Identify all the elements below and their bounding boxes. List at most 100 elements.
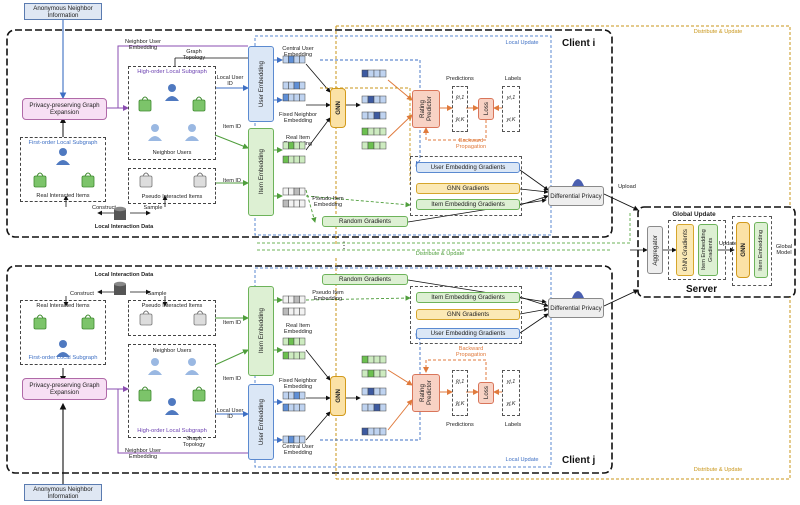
real-items-label-bottom: Real Interacted Items	[36, 303, 90, 309]
update-label: Update	[718, 241, 738, 247]
local-user-id-label-top: Local User ID	[216, 75, 244, 88]
item-id-label-bottom-a: Item ID	[222, 320, 242, 326]
item-embedding-label: Item Embedding	[257, 308, 265, 354]
server-item-gradients-label: Item Embedding Gradients	[701, 229, 714, 271]
client-j-frame	[6, 265, 613, 474]
server-gnn-gradients-label: GNN Gradients	[681, 228, 689, 272]
item-emb-gradients-top: Item Embedding Gradients	[416, 199, 520, 210]
predictions-box-top: ŷi,1 ŷi,K	[452, 86, 468, 132]
gradient-group-top	[410, 156, 522, 216]
prediction-last: ŷj,K	[455, 400, 465, 407]
neighbor-user-embedding-label-top: Neighbor User Embedding	[124, 39, 162, 52]
user-embedding-box-top: User Embedding	[248, 46, 274, 122]
global-model-frame	[732, 216, 772, 286]
global-model-label: Global Model	[775, 244, 793, 257]
client-i-title: Client i	[562, 38, 596, 49]
aggregator-box: Aggregator	[647, 226, 663, 274]
client-j-title: Client j	[562, 455, 596, 466]
rating-predictor-label: Rating Predictor	[419, 96, 433, 122]
prediction-first: ŷj,1	[455, 378, 465, 385]
distribute-label-mid: Distribute & Update	[415, 251, 465, 257]
aggregator-label: Aggregator	[651, 234, 659, 266]
server-item-embedding: Item Embedding	[754, 222, 768, 278]
neighbor-users-label-bottom: Neighbor Users	[152, 348, 192, 354]
gnn-box-bottom: GNN	[330, 376, 346, 416]
item-id-label-top-b: Item ID	[222, 178, 242, 184]
differential-privacy-bottom: Differential Privacy	[548, 298, 604, 318]
rating-predictor-label: Rating Predictor	[419, 380, 433, 406]
distribute-label-bot: Distribute & Update	[693, 467, 743, 473]
global-update-frame	[668, 220, 726, 280]
backward-label-top: Backward Propagation	[455, 138, 487, 151]
predictions-box-bottom: ŷj,1 ŷj,K	[452, 370, 468, 416]
random-gradients-top: Random Gradients	[322, 216, 408, 227]
gnn-label: GNN	[334, 389, 342, 403]
construct-label-top: Construct	[92, 205, 116, 211]
predictions-label-top: Predictions	[446, 76, 474, 82]
differential-privacy-top: Differential Privacy	[548, 186, 604, 206]
real-items-label-top: Real Interacted Items	[36, 193, 90, 199]
server-gnn-label: GNN	[739, 243, 747, 257]
prediction-first: ŷi,1	[455, 94, 465, 101]
labels-box-bottom: yj,1 yj,K	[502, 370, 520, 416]
server-frame	[637, 206, 796, 298]
loss-label: Loss	[482, 102, 490, 116]
gnn-gradients-label: GNN Gradients	[446, 311, 490, 318]
local-data-label-bottom: Local Interaction Data	[94, 272, 154, 278]
pseudo-items-box-bottom	[128, 300, 216, 336]
neighbor-user-embedding-label-bottom: Neighbor User Embedding	[124, 448, 162, 461]
upload-label: Upload	[618, 184, 636, 190]
item-embedding-box-top: Item Embedding	[248, 128, 274, 216]
first-order-subgraph-label: First-order Local Subgraph	[28, 355, 98, 361]
server-gnn-gradients: GNN Gradients	[676, 224, 694, 276]
graph-topology-label-top: Graph Topology	[182, 49, 206, 62]
random-gradients-label: Random Gradients	[339, 218, 391, 225]
user-embedding-box-bottom: User Embedding	[248, 384, 274, 460]
graph-topology-label-bottom: Graph Topology	[182, 436, 206, 449]
pseudo-items-box-top	[128, 168, 216, 204]
user-emb-gradients-top: User Embedding Gradients	[416, 162, 520, 173]
gnn-label: GNN	[334, 101, 342, 115]
user-embedding-label: User Embedding	[257, 398, 265, 446]
user-embedding-label: User Embedding	[257, 60, 265, 108]
real-item-emb-label-top: Real Item Embedding	[283, 135, 313, 148]
high-order-subgraph-label: High-order Local Subgraph	[137, 69, 207, 75]
privacy-graph-expansion-label: Privacy-preserving Graph Expansion	[29, 102, 100, 116]
item-embedding-label: Item Embedding	[257, 149, 265, 195]
item-emb-gradients-bottom: Item Embedding Gradients	[416, 292, 520, 303]
anon-neighbor-info-label: Anonymous Neighbor Information	[33, 485, 93, 500]
local-update-label-top: Local Update	[505, 40, 539, 46]
differential-privacy-label: Differential Privacy	[550, 304, 602, 312]
item-emb-gradients-label: Item Embedding Gradients	[431, 201, 505, 208]
loss-label: Loss	[482, 386, 490, 400]
labels-label-top: Labels	[504, 76, 522, 82]
privacy-graph-expansion-label: Privacy-preserving Graph Expansion	[29, 382, 100, 396]
pseudo-item-emb-label-bottom: Pseudo Item Embedding	[312, 290, 344, 303]
high-order-subgraph-label: High-order Local Subgraph	[137, 428, 207, 434]
server-item-embedding-label: Item Embedding	[757, 229, 764, 271]
backward-label-bottom: Backward Propagation	[455, 346, 487, 359]
fixed-neighbor-emb-label-bottom: Fixed Neighbor Embedding	[279, 378, 317, 391]
item-id-label-bottom-b: Item ID	[222, 376, 242, 382]
local-user-id-label-bottom: Local User ID	[216, 408, 244, 421]
privacy-graph-expansion-bottom: Privacy-preserving Graph Expansion	[22, 378, 107, 400]
random-gradients-bottom: Random Gradients	[322, 274, 408, 285]
loss-box-top: Loss	[478, 98, 494, 120]
pseudo-items-label-top: Pseudo Interacted Items	[141, 194, 203, 200]
anon-neighbor-info-label: Anonymous Neighbor Information	[33, 4, 93, 19]
gnn-gradients-top: GNN Gradients	[416, 183, 520, 194]
differential-privacy-label: Differential Privacy	[550, 192, 602, 200]
user-emb-gradients-bottom: User Embedding Gradients	[416, 328, 520, 339]
distribute-frame-top	[336, 25, 791, 207]
loss-box-bottom: Loss	[478, 382, 494, 404]
first-order-subgraph-top: First-order Local Subgraph	[20, 137, 106, 202]
central-user-emb-label-bottom: Central User Embedding	[282, 444, 314, 457]
user-emb-gradients-label: User Embedding Gradients	[430, 164, 506, 171]
labels-box-top: yi,1 yi,K	[502, 86, 520, 132]
gnn-gradients-label: GNN Gradients	[446, 185, 490, 192]
labels-label-bottom: Labels	[504, 422, 522, 428]
label-first: yj,1	[506, 378, 516, 385]
label-last: yi,K	[506, 116, 516, 123]
central-user-emb-label-top: Central User Embedding	[282, 46, 314, 59]
real-item-emb-label-bottom: Real Item Embedding	[283, 323, 313, 336]
